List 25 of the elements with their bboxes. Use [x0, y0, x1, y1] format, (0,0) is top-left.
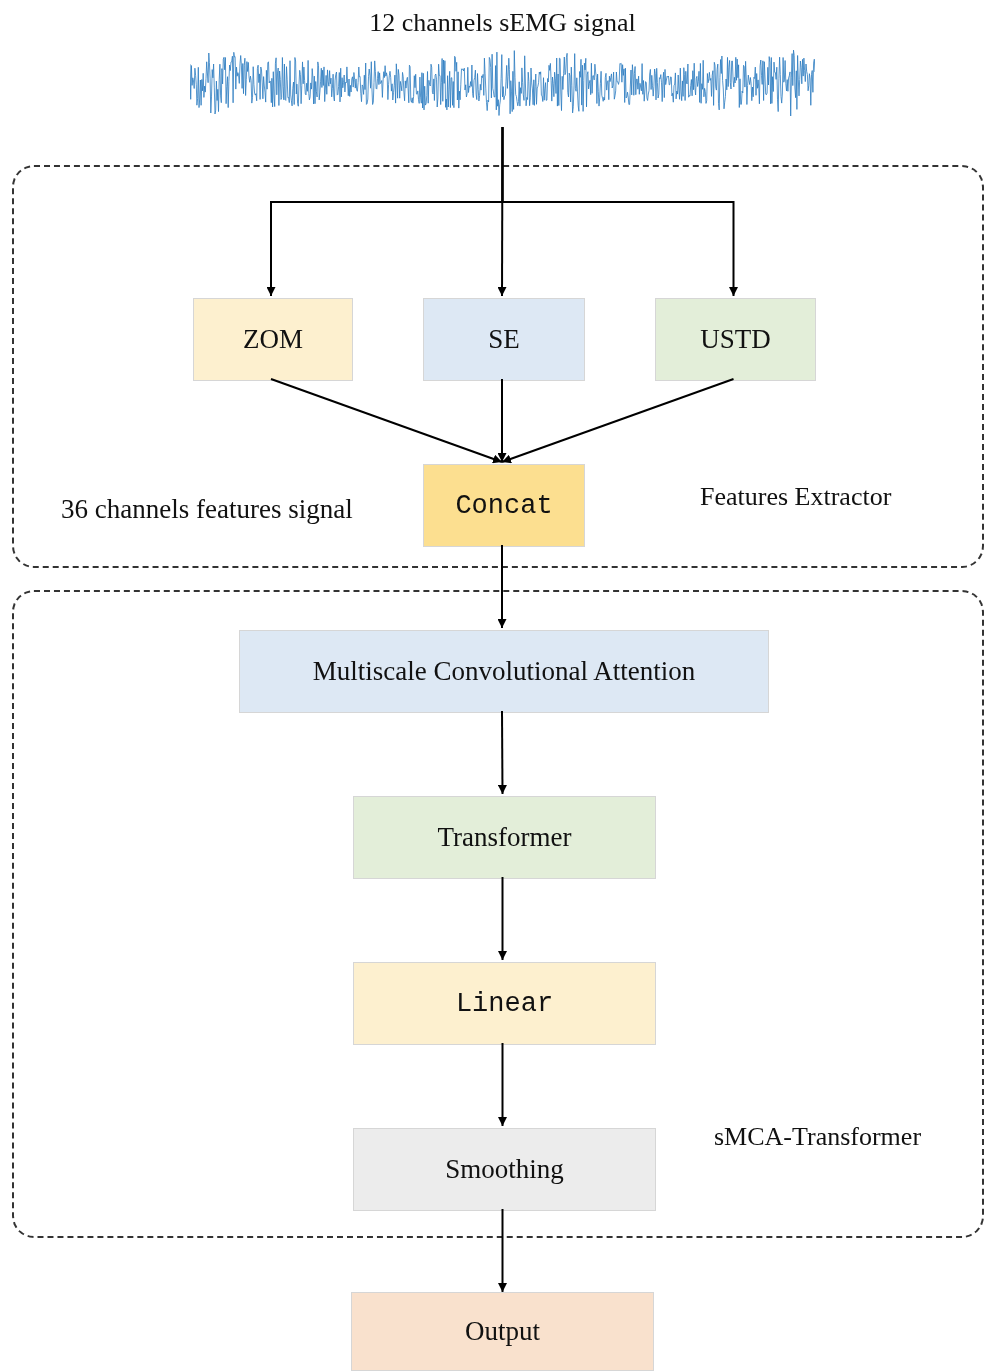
arrow [270, 378, 503, 464]
process-box: Linear [353, 962, 656, 1045]
arrow [497, 126, 507, 297]
process-box: Concat [423, 464, 585, 547]
process-box: Output [351, 1292, 654, 1371]
process-box: Multiscale Convolutional Attention [239, 630, 769, 713]
dashed-group-frame [12, 165, 984, 568]
group-label: sMCA-Transformer [714, 1122, 922, 1152]
process-box: USTD [655, 298, 816, 381]
group-label: Features Extractor [700, 482, 892, 512]
signal-title: 12 channels sEMG signal [369, 7, 636, 39]
process-box: Smoothing [353, 1128, 656, 1211]
arrow [498, 876, 507, 961]
dashed-group-frame [12, 590, 984, 1238]
arrow [501, 126, 738, 297]
annotation-text: 36 channels features signal [61, 493, 353, 525]
arrow [498, 1208, 507, 1293]
process-box: ZOM [193, 298, 353, 381]
arrow [497, 378, 507, 463]
arrow [501, 378, 735, 464]
arrow [498, 1042, 507, 1127]
arrow [497, 710, 507, 795]
process-box: SE [423, 298, 585, 381]
process-box: Transformer [353, 796, 656, 879]
arrow [497, 544, 507, 629]
